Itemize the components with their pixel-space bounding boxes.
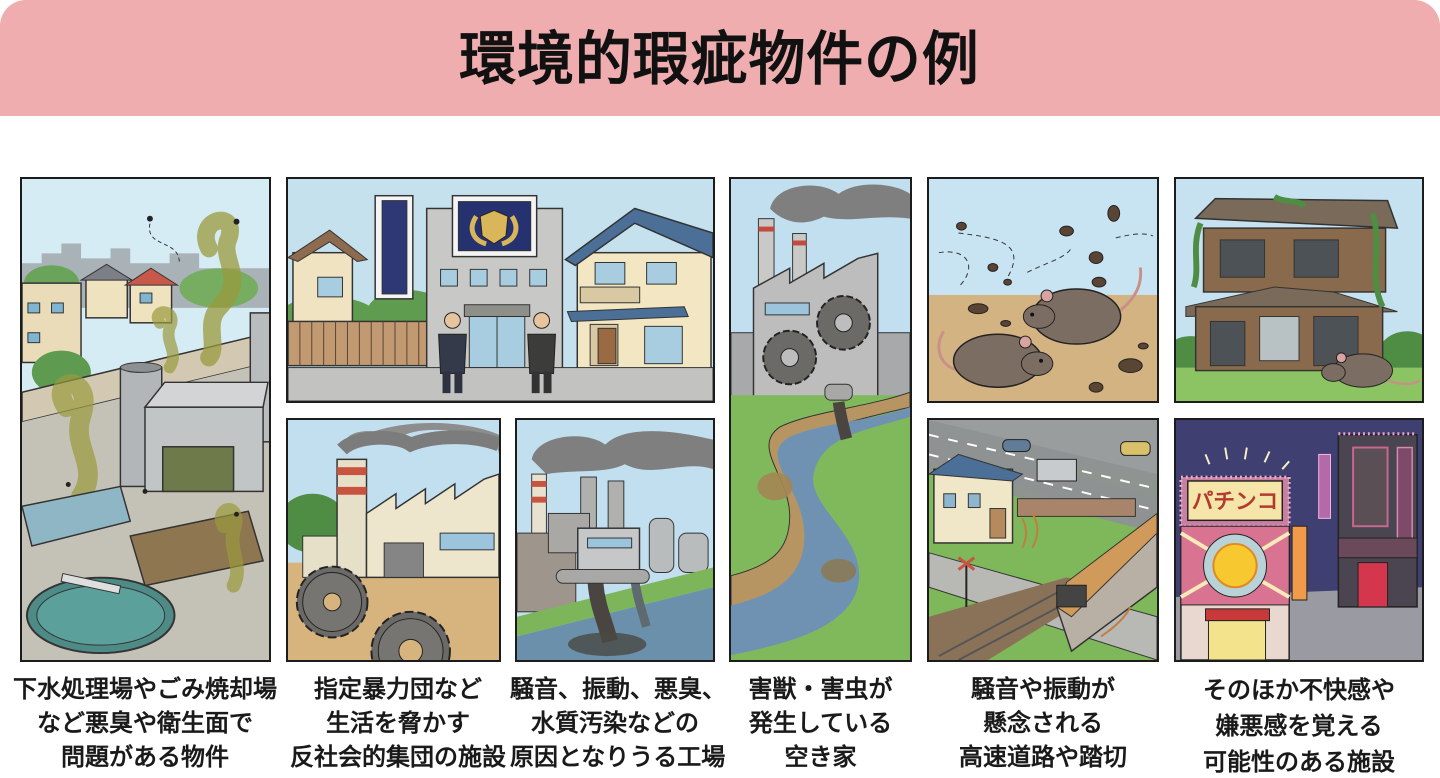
caption-highway-railway: 騒音や振動が 懸念される 高速道路や踏切 xyxy=(927,672,1159,774)
caption-sewage-incinerator: 下水処理場やごみ焼却場 など悪臭や衛生面で 問題がある物件 xyxy=(0,672,290,774)
caption-line: 可能性のある施設 xyxy=(1203,748,1395,776)
caption-line: など悪臭や衛生面で xyxy=(37,709,253,737)
illustration-factory-pollution xyxy=(515,418,715,662)
caption-line: そのほか不快感や xyxy=(1203,676,1395,704)
caption-pests: 害獣・害虫が 発生している 空き家 xyxy=(729,672,912,774)
caption-line: 生活を脅かす xyxy=(326,709,470,737)
caption-line: 害獣・害虫が xyxy=(748,675,893,703)
caption-line: 騒音や振動が xyxy=(971,675,1115,703)
illustration-gang-office xyxy=(286,177,715,403)
caption-line: 問題がある物件 xyxy=(61,743,229,771)
illustration-factory-gears xyxy=(286,418,501,662)
caption-line: 下水処理場やごみ焼却場 xyxy=(13,675,277,703)
highway-railway-illustration xyxy=(929,420,1157,660)
illustration-highway-railway xyxy=(927,418,1159,662)
caption-line: 懸念される xyxy=(983,709,1103,737)
caption-line: 空き家 xyxy=(784,743,857,771)
abandoned-house-illustration xyxy=(1176,179,1422,401)
illustration-abandoned-house xyxy=(1174,177,1424,403)
caption-line: 指定暴力団など xyxy=(314,675,482,703)
pachinko-illustration: パチンコ xyxy=(1176,420,1422,660)
caption-line: 嫌悪感を覚える xyxy=(1215,712,1383,740)
caption-line: 騒音、振動、悪臭、 xyxy=(510,675,726,703)
illustration-pests xyxy=(927,177,1159,403)
caption-other-facilities: そのほか不快感や 嫌悪感を覚える 可能性のある施設 xyxy=(1174,672,1424,778)
factory-pollution-illustration xyxy=(517,420,713,660)
caption-line: 反社会的集団の施設 xyxy=(290,743,506,771)
caption-factory: 騒音、振動、悪臭、 水質汚染などの 原因となりうる工場 xyxy=(510,672,726,774)
factory-river-illustration xyxy=(731,179,910,660)
page-title: 環境的瑕疵物件の例 xyxy=(459,25,981,93)
gang-office-illustration xyxy=(288,179,713,401)
caption-line: 発生している xyxy=(748,709,893,737)
caption-line: 高速道路や踏切 xyxy=(959,743,1127,771)
pests-illustration xyxy=(929,179,1157,401)
man-left xyxy=(438,312,467,394)
pachinko-sign-text: パチンコ xyxy=(1192,490,1279,515)
caption-line: 水質汚染などの xyxy=(531,709,699,737)
sewage-plant-illustration xyxy=(22,179,269,660)
caption-gang-office: 指定暴力団など 生活を脅かす 反社会的集団の施設 xyxy=(287,672,509,774)
rat-front xyxy=(937,330,1054,388)
illustration-pachinko: パチンコ xyxy=(1174,418,1424,662)
man-right xyxy=(527,312,557,394)
header-banner: 環境的瑕疵物件の例 xyxy=(0,0,1440,116)
caption-line: 原因となりうる工場 xyxy=(510,743,726,771)
rat-back xyxy=(1022,267,1142,345)
illustration-factory-river xyxy=(729,177,912,662)
illustration-sewage-incinerator xyxy=(20,177,271,662)
factory-gears-illustration xyxy=(288,420,499,660)
